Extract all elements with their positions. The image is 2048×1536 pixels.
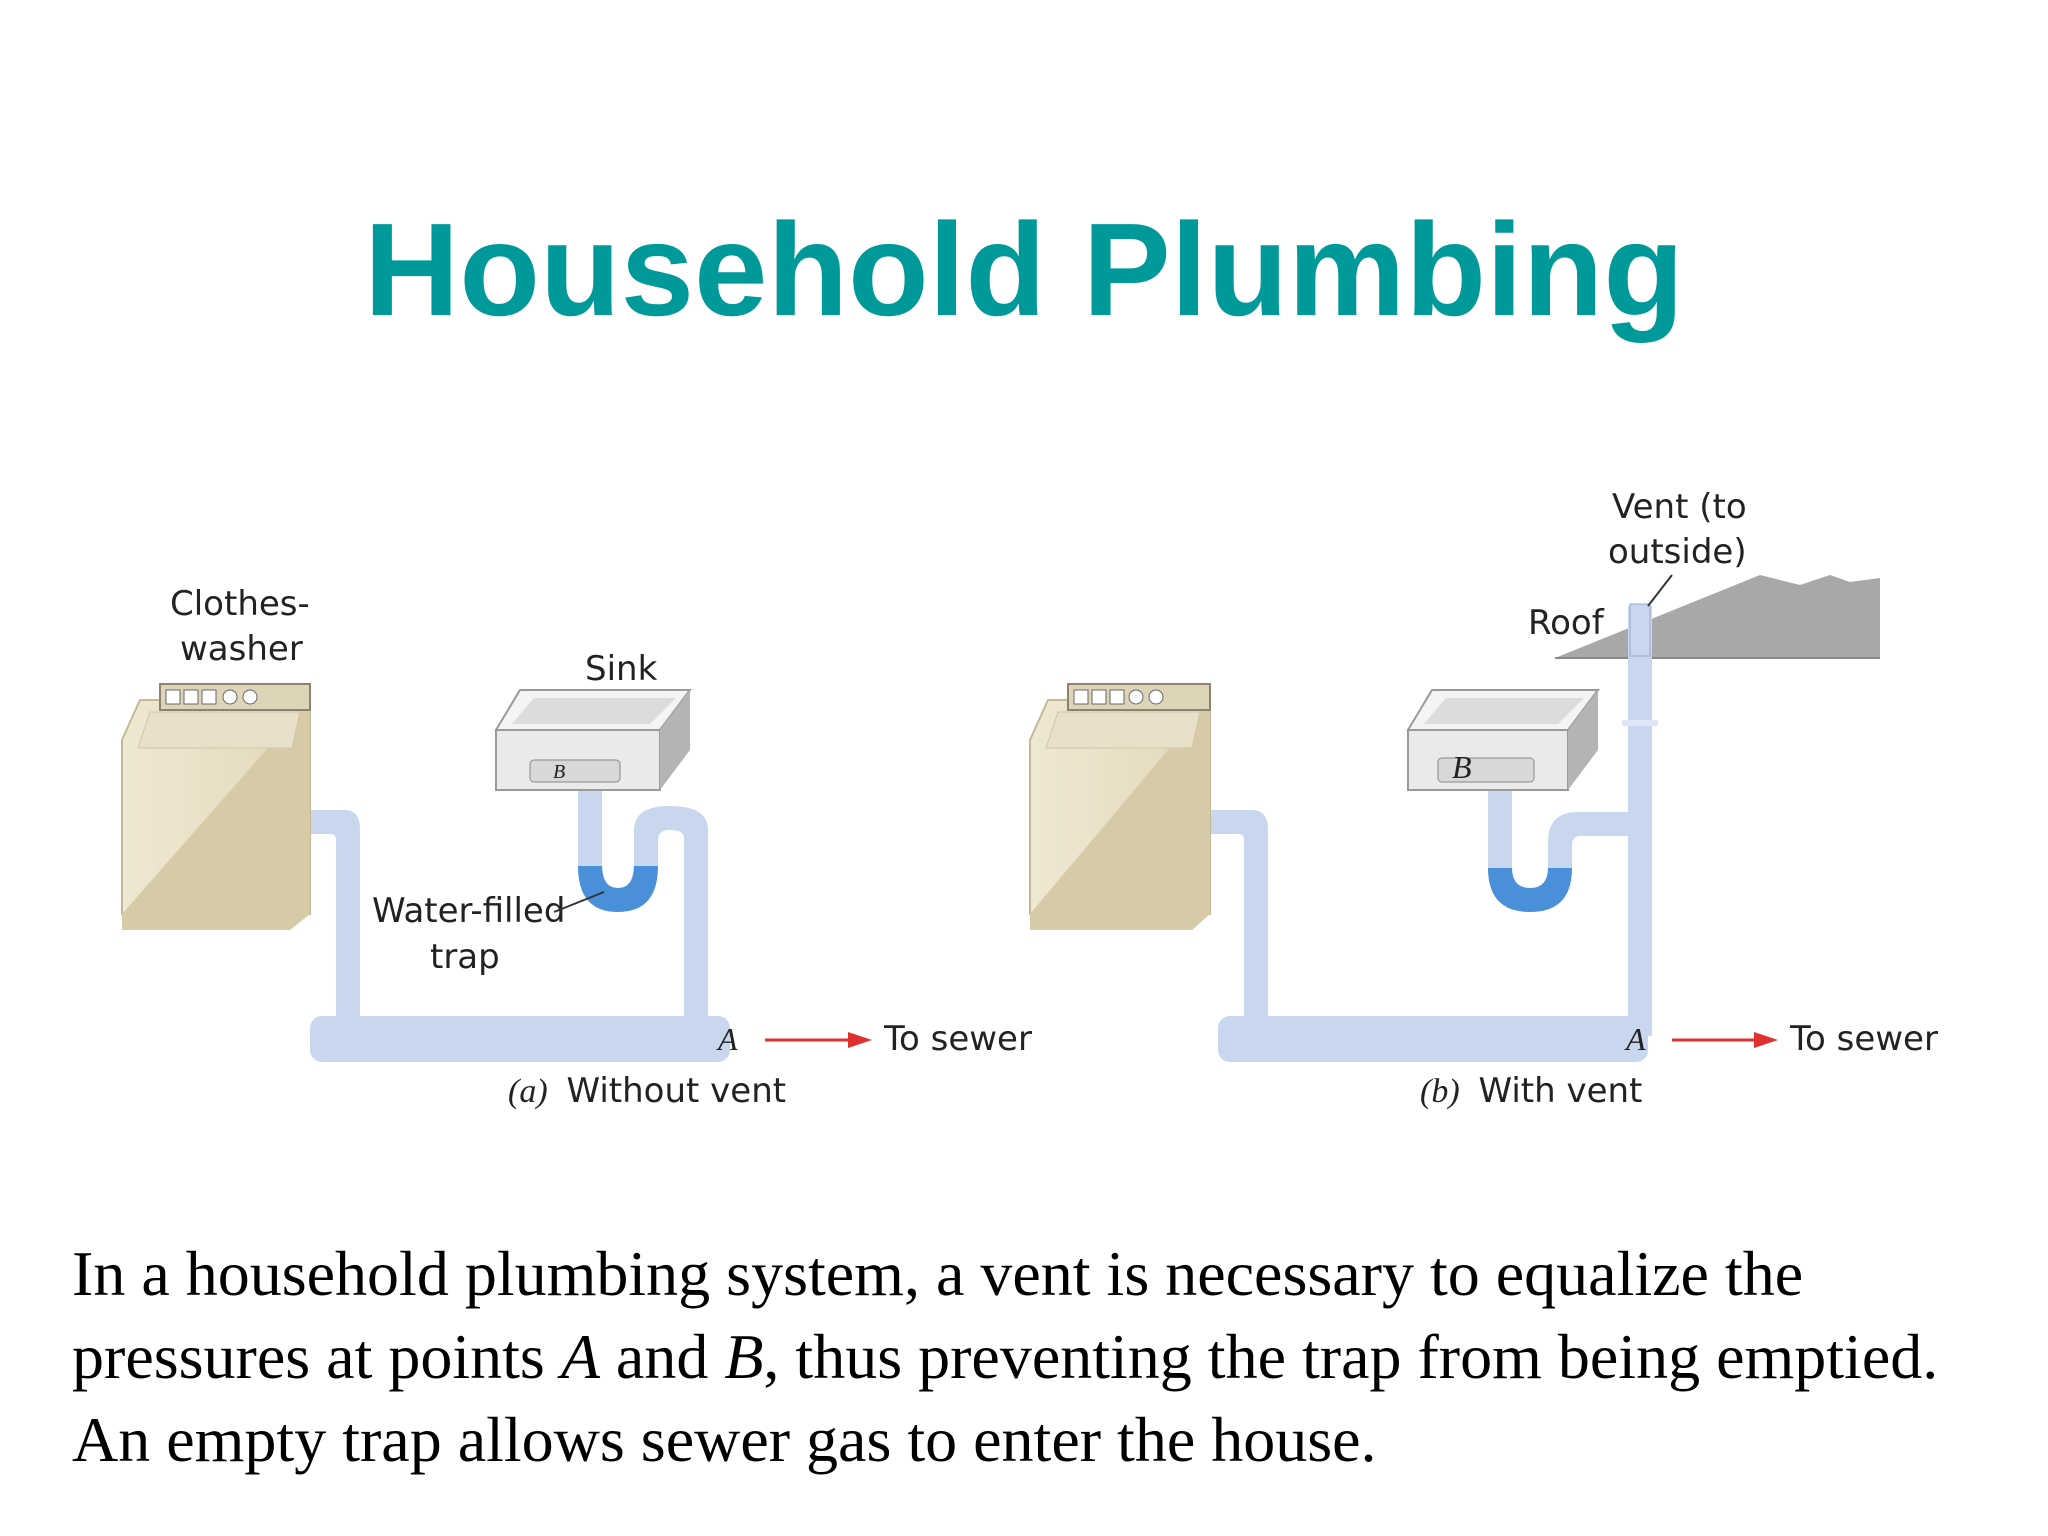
clothes-washer-label: Clothes- [170,584,310,624]
washer-drain-pipe [300,810,360,1040]
sewer-arrow-a [765,1032,872,1048]
point-b-label-a: B [553,761,565,783]
water-filled-trap-label-2: trap [430,937,500,977]
sink-label: Sink [585,649,658,689]
roof [1555,575,1880,658]
sink [1406,689,1600,791]
to-sewer-label-b: To sewer [1789,1019,1938,1059]
clothes-washer [1029,683,1211,930]
clothes-washer [121,683,311,930]
caption-text: In a household plumbing system, a vent i… [72,1238,1939,1475]
panel-with-vent: B Vent (to outside) Roof A To sewer (b) … [1029,487,1938,1111]
vent-leader-line [1647,574,1673,607]
roof-label: Roof [1528,603,1605,643]
panel-a-caption: (a) Without vent [508,1071,786,1111]
drain-pipe [310,1016,730,1062]
sink [494,689,692,791]
point-b-label-b: B [1452,749,1472,785]
point-a-label-a: A [716,1021,738,1057]
trap-branch-pipe [1548,812,1628,866]
clothes-washer-label-2: washer [180,629,303,669]
to-sewer-label-a: To sewer [883,1019,1032,1059]
vent-stack [1628,606,1652,1036]
panel-without-vent: B Clothes- washer Sink Water-filled trap… [121,584,1032,1111]
trap-water [578,866,658,912]
panel-b-caption: (b) With vent [1420,1071,1642,1111]
page-title: Household Plumbing [364,196,1684,343]
drain-pipe [1218,1016,1648,1062]
trap-water [1488,868,1572,912]
water-filled-trap-label: Water-filled [372,891,565,931]
trap-leader-line [553,891,605,913]
point-a-label-b: A [1624,1021,1646,1057]
vent-label-2: outside) [1608,532,1747,572]
sewer-arrow-b [1672,1032,1778,1048]
washer-drain-pipe [1205,810,1268,1040]
vent-label: Vent (to [1612,487,1747,527]
